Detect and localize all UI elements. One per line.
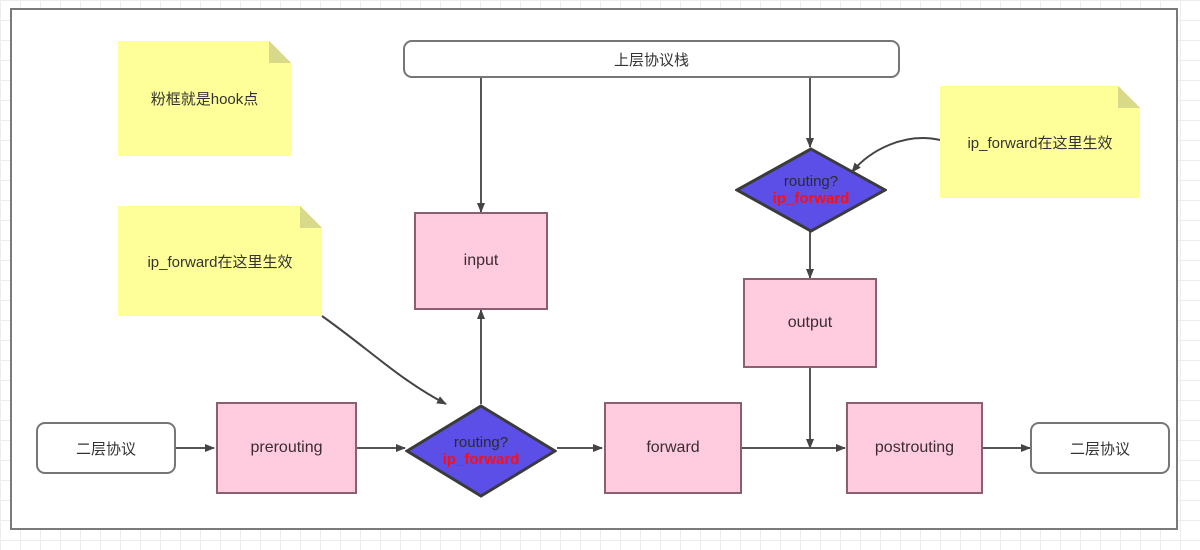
node-upper-protocol-stack-label: 上层协议栈 (613, 51, 689, 69)
node-postrouting-label: postrouting (874, 439, 955, 456)
node-routing-decision-bottom[interactable]: routing? ip_forward (405, 404, 557, 498)
node-routing-decision-bottom-label: routing? ip_forward (443, 434, 520, 469)
node-forward[interactable]: forward (604, 402, 742, 494)
sticky-note-ipforward-right[interactable]: ip_forward在这里生效 (940, 86, 1140, 198)
routing-top-title: routing? (783, 172, 839, 190)
node-prerouting-label: prerouting (250, 439, 323, 456)
node-l2-protocol-out[interactable]: 二层协议 (1030, 422, 1170, 474)
edge-note-left-to-routing-bottom (321, 315, 447, 405)
diamond-shape-icon (405, 404, 557, 498)
routing-bottom-title: routing? (453, 433, 509, 451)
node-prerouting[interactable]: prerouting (216, 402, 357, 494)
node-input[interactable]: input (414, 212, 548, 310)
sticky-note-ipforward-right-text: ip_forward在这里生效 (967, 134, 1113, 152)
node-output[interactable]: output (743, 278, 877, 368)
node-routing-decision-top[interactable]: routing? ip_forward (735, 147, 887, 233)
note-fold-icon (300, 206, 322, 228)
node-input-label: input (463, 252, 499, 269)
sticky-note-hook-text: 粉框就是hook点 (150, 91, 259, 108)
note-fold-icon (269, 41, 291, 63)
node-upper-protocol-stack[interactable]: 上层协议栈 (403, 40, 900, 78)
note-fold-icon (1118, 86, 1140, 108)
node-routing-decision-top-label: routing? ip_forward (773, 173, 850, 208)
sticky-note-hook[interactable]: 粉框就是hook点 (118, 41, 291, 156)
node-postrouting[interactable]: postrouting (846, 402, 983, 494)
edge-note-right-to-routing-top (851, 137, 941, 173)
diamond-shape-icon (735, 147, 887, 233)
node-l2-protocol-out-label: 二层协议 (1069, 440, 1130, 458)
node-l2-protocol-in[interactable]: 二层协议 (36, 422, 176, 474)
sticky-note-ipforward-left[interactable]: ip_forward在这里生效 (118, 206, 322, 316)
node-output-label: output (787, 314, 833, 331)
node-forward-label: forward (646, 439, 700, 456)
routing-bottom-subtitle: ip_forward (442, 451, 520, 468)
node-l2-protocol-in-label: 二层协议 (75, 440, 136, 458)
sticky-note-ipforward-left-text: ip_forward在这里生效 (147, 253, 293, 271)
routing-top-subtitle: ip_forward (772, 190, 850, 207)
